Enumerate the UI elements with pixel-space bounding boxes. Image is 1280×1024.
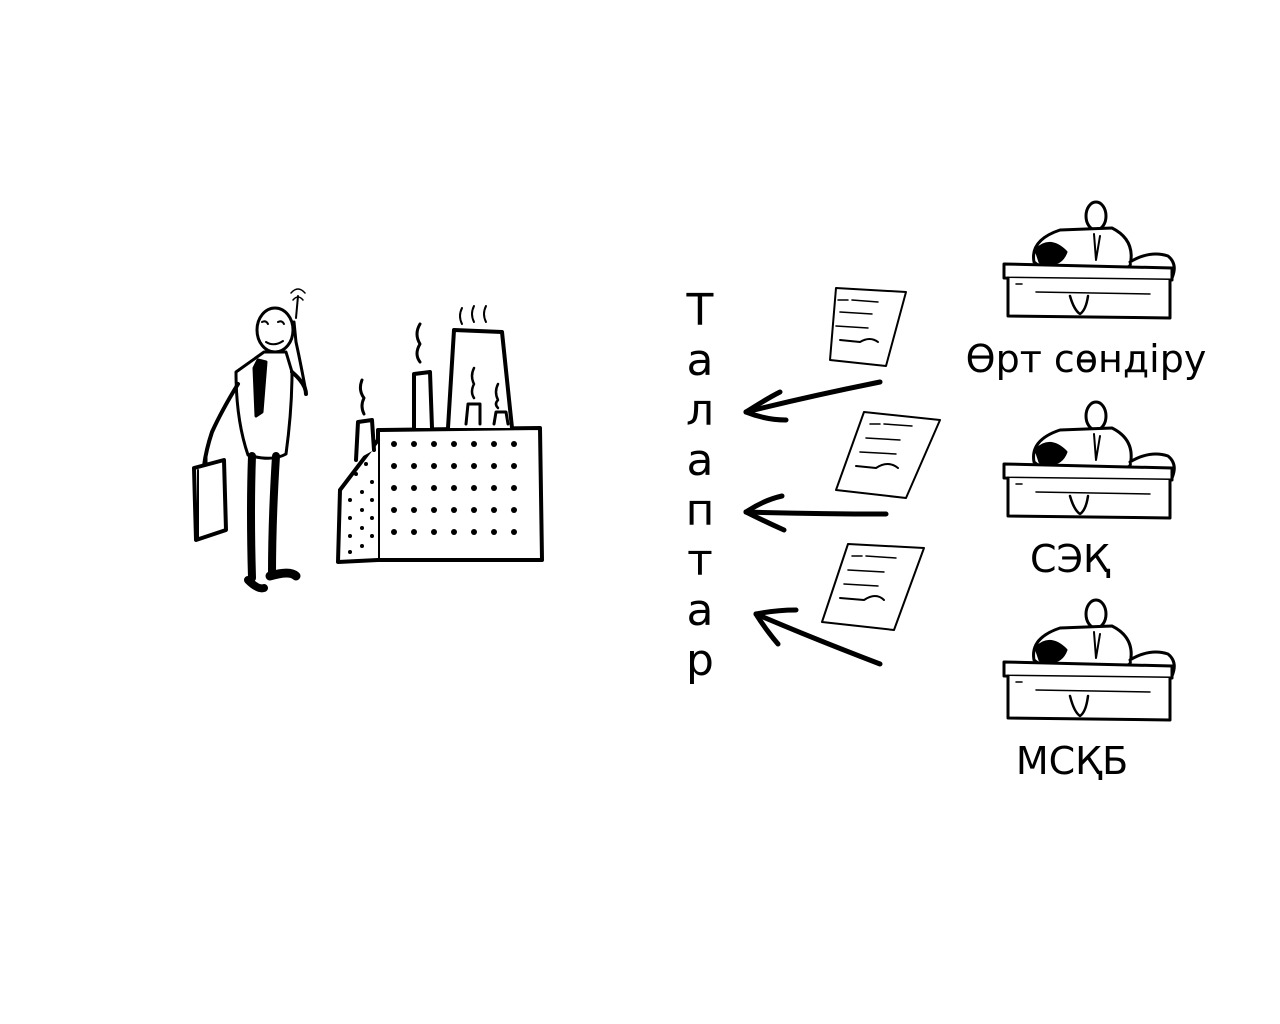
document-icon — [821, 287, 941, 631]
arrow-3 — [753, 607, 883, 667]
title-letter: а — [686, 585, 714, 636]
official-desk-icon-1 — [1002, 200, 1176, 320]
factory-icon — [336, 305, 544, 564]
title-letter: р — [686, 635, 714, 686]
agency-label-fire-service: Өрт сөндіру — [965, 337, 1207, 381]
businessman-phone-icon — [192, 288, 308, 593]
title-letter: Т — [686, 285, 714, 336]
arrow-2 — [743, 493, 889, 533]
title-letter: а — [686, 435, 714, 486]
title-letter: п — [685, 485, 715, 536]
requirements-vertical-title: Т а л а п т а р — [672, 286, 728, 686]
official-desk-icon-2 — [1002, 400, 1176, 520]
arrow-left-icon — [743, 379, 889, 667]
arrow-1 — [743, 379, 883, 423]
document-2 — [835, 411, 941, 499]
title-letter: л — [685, 385, 715, 436]
title-letter: т — [687, 535, 713, 586]
agency-label-mskb: МСҚБ — [1015, 739, 1129, 783]
document-1 — [829, 287, 907, 367]
agency-label-sek: СЭҚ — [1029, 537, 1111, 581]
official-desk-icon-3 — [1002, 598, 1176, 722]
title-letter: а — [686, 335, 714, 386]
document-3 — [821, 543, 925, 631]
